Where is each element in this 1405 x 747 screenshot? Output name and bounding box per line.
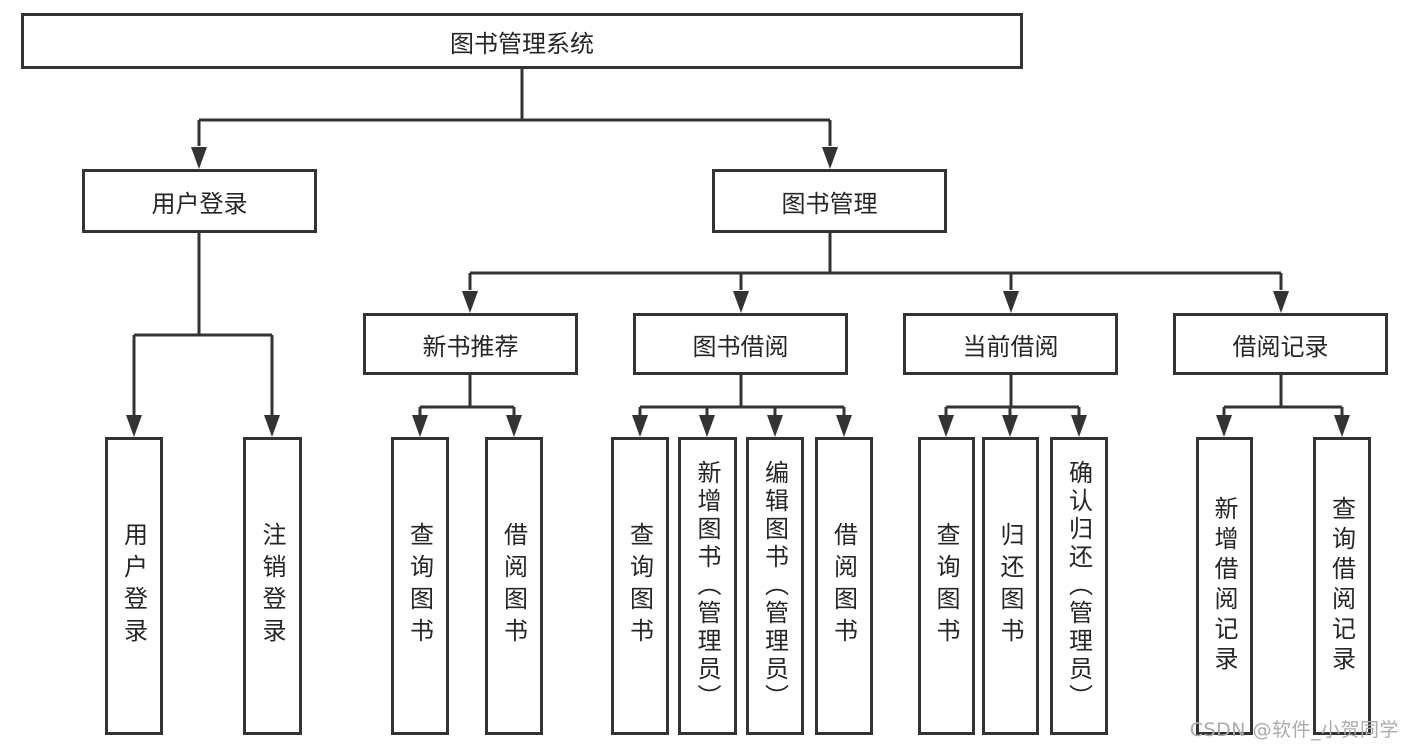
leaf-add-books-admin: 新增图书（管理员） xyxy=(678,437,737,735)
leaf-borrow-books-recommend: 借阅图书 xyxy=(485,437,543,735)
leaf-query-books-recommend: 查询图书 xyxy=(391,437,449,735)
node-book-management: 图书管理 xyxy=(712,169,947,233)
node-borrowing-records: 借阅记录 xyxy=(1173,313,1388,375)
leaf-query-borrow-record: 查询借阅记录 xyxy=(1313,437,1371,735)
leaf-return-books: 归还图书 xyxy=(982,437,1039,735)
leaf-user-login: 用户登录 xyxy=(105,437,163,735)
leaf-edit-books-admin: 编辑图书（管理员） xyxy=(746,437,804,735)
node-user-login: 用户登录 xyxy=(82,169,317,233)
leaf-confirm-return-admin: 确认归还（管理员） xyxy=(1050,437,1108,735)
node-book-borrowing: 图书借阅 xyxy=(633,313,848,375)
node-root-system: 图书管理系统 xyxy=(21,13,1023,69)
leaf-query-books-current: 查询图书 xyxy=(918,437,975,735)
leaf-add-borrow-record: 新增借阅记录 xyxy=(1196,437,1253,735)
node-new-book-recommend: 新书推荐 xyxy=(363,313,578,375)
leaf-borrow-books: 借阅图书 xyxy=(815,437,873,735)
leaf-logout: 注销登录 xyxy=(243,437,302,735)
node-current-borrowing: 当前借阅 xyxy=(903,313,1118,375)
watermark: CSDN @软件_小贺同学 xyxy=(1189,719,1399,741)
leaf-query-books-borrow: 查询图书 xyxy=(611,437,669,735)
